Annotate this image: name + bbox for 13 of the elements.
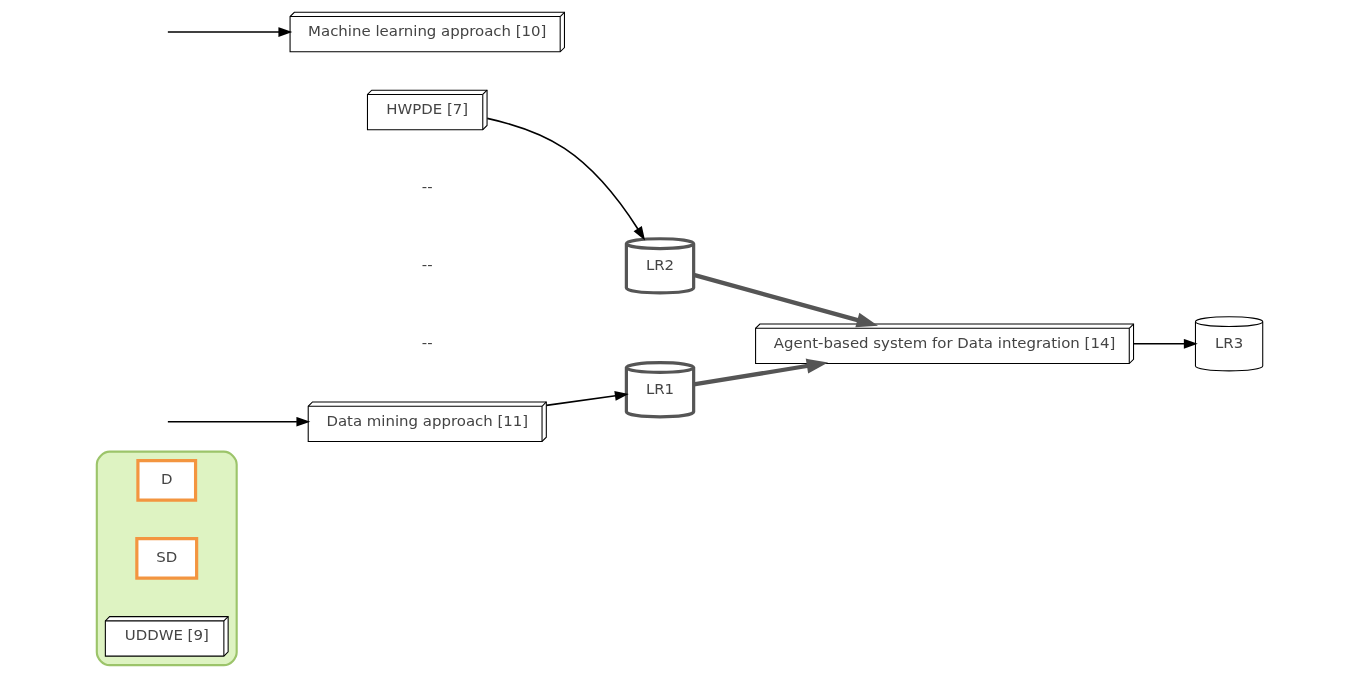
cluster (95, 450, 238, 667)
label: -- (421, 333, 433, 352)
arrow (693, 272, 878, 328)
arrow (167, 27, 293, 37)
arrow (1132, 338, 1198, 349)
node-box: D (136, 459, 198, 502)
label: -- (421, 177, 433, 196)
arrow (486, 117, 646, 241)
arrow (693, 358, 829, 387)
arrow (167, 416, 311, 427)
node-box: SD (135, 537, 199, 580)
label: -- (421, 255, 433, 274)
arrow (545, 391, 629, 407)
